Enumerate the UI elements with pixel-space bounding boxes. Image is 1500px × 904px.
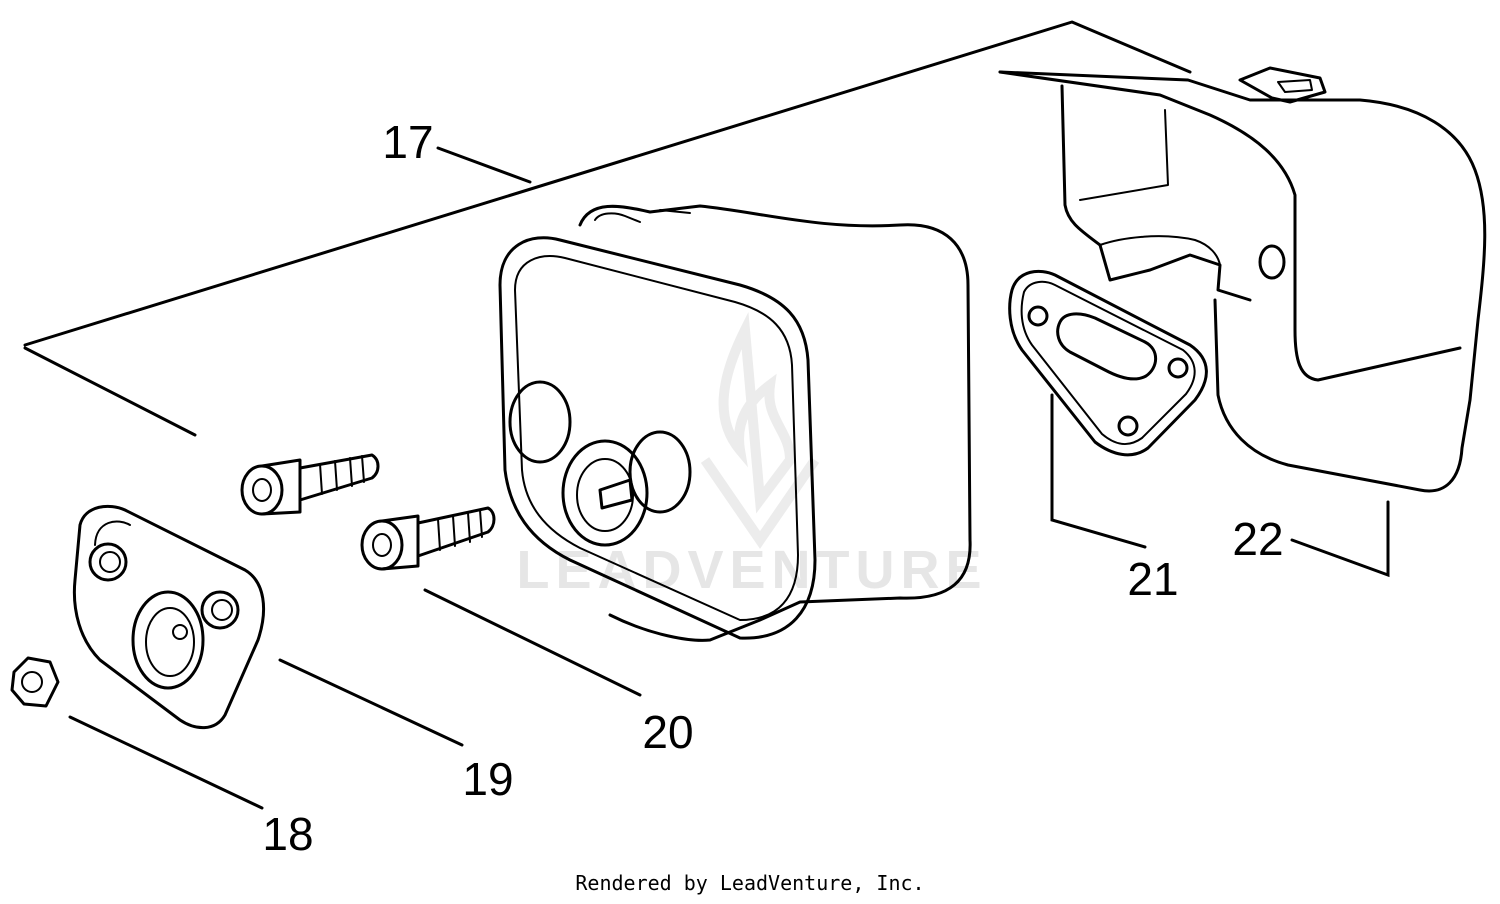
callout-17: 17 bbox=[382, 116, 433, 168]
muffler-body-part bbox=[498, 204, 972, 642]
bolt-lower-part bbox=[360, 506, 496, 571]
bolt-upper-part bbox=[240, 453, 380, 516]
leadventure-flame-logo-icon bbox=[700, 311, 820, 549]
leader-lines bbox=[68, 146, 1390, 810]
watermark-text: LEADVENTURE bbox=[516, 540, 987, 600]
callout-22: 22 bbox=[1232, 513, 1283, 565]
callout-19: 19 bbox=[462, 753, 513, 805]
heat-shield-part bbox=[998, 66, 1487, 493]
muffler-plate-part bbox=[72, 504, 266, 730]
callout-18: 18 bbox=[262, 808, 313, 860]
assembly-bracket-17 bbox=[23, 20, 1192, 437]
gasket-part bbox=[1008, 269, 1208, 457]
hex-nut-part bbox=[10, 656, 60, 708]
callout-21: 21 bbox=[1127, 553, 1178, 605]
callout-20: 20 bbox=[642, 706, 693, 758]
credit-text: Rendered by LeadVenture, Inc. bbox=[575, 871, 924, 895]
